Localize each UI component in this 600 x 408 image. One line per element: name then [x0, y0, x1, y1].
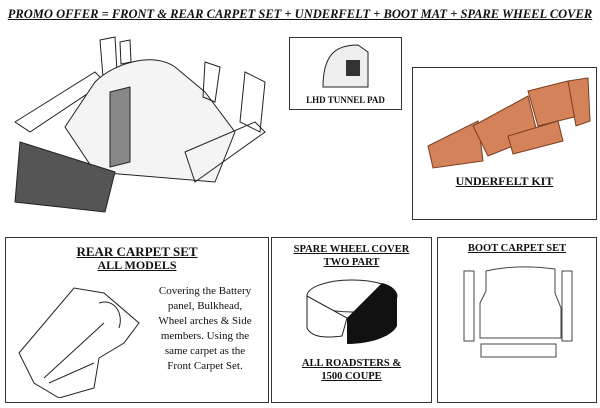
boot-carpet-box: BOOT CARPET SET [437, 237, 597, 403]
tunnel-pad-diagram [322, 44, 369, 88]
boot-carpet-title: BOOT CARPET SET [467, 243, 567, 254]
description-line: members. Using the [160, 330, 250, 342]
spare-wheel-footer-1: ALL ROADSTERS & [301, 358, 402, 369]
description-line: Front Carpet Set. [167, 360, 243, 372]
lhd-tunnel-pad-label: LHD TUNNEL PAD [306, 95, 385, 105]
description-line: same carpet as the [164, 345, 246, 357]
rear-carpet-diagram [18, 287, 140, 398]
rear-carpet-box: REAR CARPET SET ALL MODELS Covering the … [5, 237, 269, 403]
boot-carpet-diagram [463, 266, 573, 358]
front-carpet-diagram [14, 36, 266, 213]
lhd-tunnel-pad-box: LHD TUNNEL PAD [289, 37, 402, 110]
spare-wheel-title: SPARE WHEEL COVER [293, 244, 410, 255]
spare-wheel-subtitle: TWO PART [323, 257, 380, 268]
underfelt-box: UNDERFELT KIT [412, 67, 597, 220]
rear-carpet-subtitle: ALL MODELS [97, 258, 177, 272]
spare-wheel-diagram [306, 279, 398, 344]
rear-carpet-title: REAR CARPET SET [76, 244, 198, 259]
rear-carpet-description: Covering the Battery panel, Bulkhead, Wh… [146, 284, 264, 374]
description-line: Wheel arches & Side [158, 315, 252, 327]
description-line: panel, Bulkhead, [167, 300, 243, 312]
spare-wheel-box: SPARE WHEEL COVER TWO PART ALL ROADSTERS… [271, 237, 432, 403]
underfelt-diagram [427, 77, 591, 169]
spare-wheel-footer-2: 1500 COUPE [321, 371, 382, 382]
description-line: Covering the Battery [158, 285, 252, 297]
underfelt-label: UNDERFELT KIT [455, 174, 554, 188]
promo-title: PROMO OFFER = FRONT & REAR CARPET SET + … [7, 7, 593, 21]
